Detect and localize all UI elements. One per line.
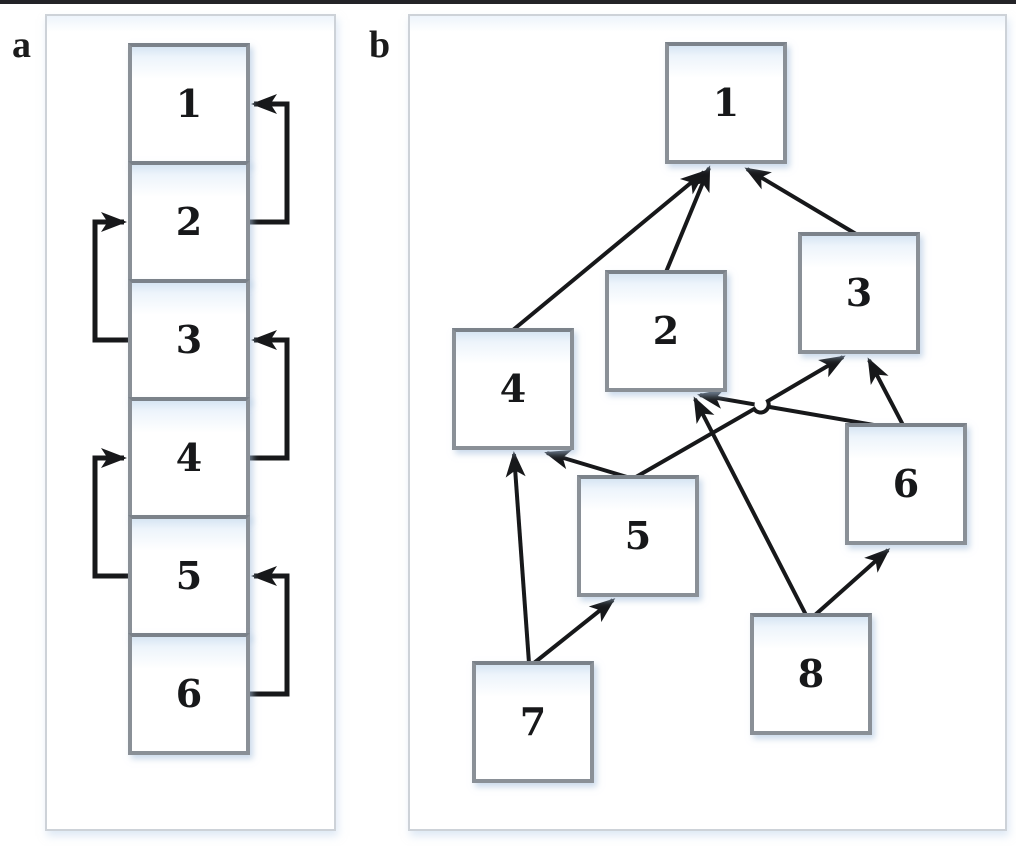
edge-b-7-5 (532, 598, 616, 665)
node-a-2-label: 2 (175, 199, 203, 244)
node-b-5-label: 5 (624, 513, 652, 558)
edge-b-7-4 (505, 451, 531, 664)
node-b-7-label: 7 (519, 699, 547, 744)
node-a-3-label: 3 (175, 317, 203, 362)
edge-a-5-4 (92, 448, 128, 579)
node-b-5: 5 (577, 475, 699, 597)
panel-b-label: b (369, 24, 391, 66)
node-b-7: 7 (472, 661, 594, 783)
node-a-6: 6 (128, 633, 250, 755)
node-a-3: 3 (128, 279, 250, 401)
node-b-4: 4 (452, 328, 574, 450)
edge-a-4-3 (250, 330, 290, 461)
node-b-8: 8 (750, 613, 872, 735)
line-jump-mask (754, 398, 768, 412)
node-b-4-label: 4 (499, 366, 527, 411)
node-b-8-label: 8 (797, 651, 825, 696)
node-b-2-label: 2 (652, 308, 680, 353)
edge-a-6-5 (250, 566, 290, 697)
edge-b-5-4 (544, 450, 628, 479)
node-a-2: 2 (128, 161, 250, 283)
node-b-3-label: 3 (845, 270, 873, 315)
node-a-4: 4 (128, 397, 250, 519)
node-a-1: 1 (128, 43, 250, 165)
node-b-6-label: 6 (892, 461, 920, 506)
node-b-1: 1 (665, 42, 787, 164)
node-b-6: 6 (845, 423, 967, 545)
node-b-2: 2 (605, 270, 727, 392)
edge-a-2-1 (250, 94, 290, 225)
edge-b-8-6 (813, 548, 891, 617)
edge-b-6-3 (867, 357, 905, 426)
node-a-6-label: 6 (175, 671, 203, 716)
node-a-5: 5 (128, 515, 250, 637)
edge-b-5-3 (635, 355, 846, 479)
edge-a-3-2 (92, 212, 128, 343)
edge-b-4-1 (511, 170, 707, 332)
page-top-rule (0, 0, 1016, 4)
edge-b-8-2 (693, 396, 808, 616)
node-b-3: 3 (798, 232, 920, 354)
node-a-1-label: 1 (175, 81, 203, 126)
edge-b-3-1 (744, 167, 858, 236)
node-a-5-label: 5 (175, 553, 203, 598)
node-a-4-label: 4 (175, 435, 203, 480)
panel-a-label: a (12, 24, 31, 66)
node-b-1-label: 1 (712, 80, 740, 125)
